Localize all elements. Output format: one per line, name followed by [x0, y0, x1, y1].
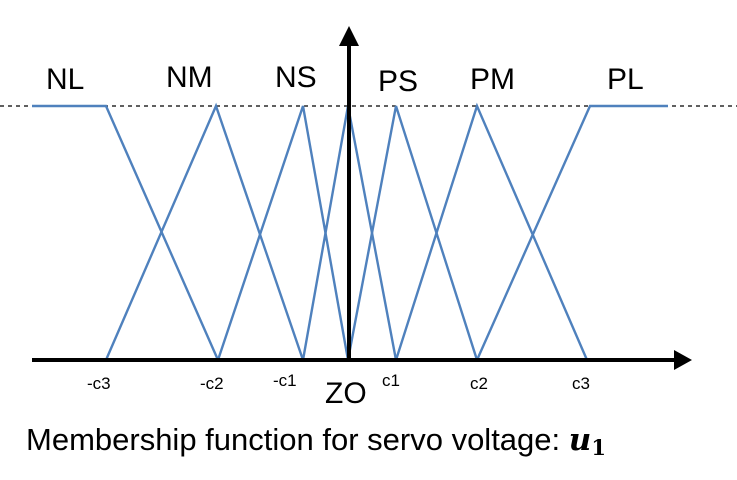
set-label-ns: NS [275, 61, 317, 94]
axes [32, 26, 692, 370]
tick-label-neg-c2: -c2 [200, 374, 224, 393]
caption: Membership function for servo voltage: u… [26, 422, 606, 460]
mf-ns [216, 105, 350, 361]
membership-functions [32, 102, 668, 361]
mf-ps [346, 105, 479, 361]
tick-labels: -c3 -c2 -c1 c1 c2 c3 [87, 371, 590, 393]
tick-label-c2: c2 [470, 374, 488, 393]
set-label-zo: ZO [325, 377, 367, 410]
tick-label-c1: c1 [382, 371, 400, 390]
y-axis-arrowhead [339, 26, 359, 46]
set-labels: NL NM NS PS PM PL ZO [46, 61, 644, 410]
set-label-nm: NM [166, 61, 213, 94]
caption-text: Membership function for servo voltage: [26, 422, 569, 457]
mf-nl [32, 104, 220, 361]
mf-pl [475, 104, 668, 361]
tick-label-neg-c1: -c1 [273, 371, 297, 390]
tick-label-c3: c3 [572, 374, 590, 393]
set-label-ps: PS [378, 65, 418, 98]
set-label-pm: PM [470, 63, 515, 96]
set-label-nl: NL [46, 63, 84, 96]
tick-label-neg-c3: -c3 [87, 374, 111, 393]
x-axis-arrowhead [674, 350, 692, 370]
mf-pm [394, 102, 589, 361]
caption-subscript: 1 [591, 435, 606, 460]
set-label-pl: PL [607, 63, 644, 96]
mf-nm [104, 102, 305, 361]
caption-variable: u [569, 422, 592, 458]
